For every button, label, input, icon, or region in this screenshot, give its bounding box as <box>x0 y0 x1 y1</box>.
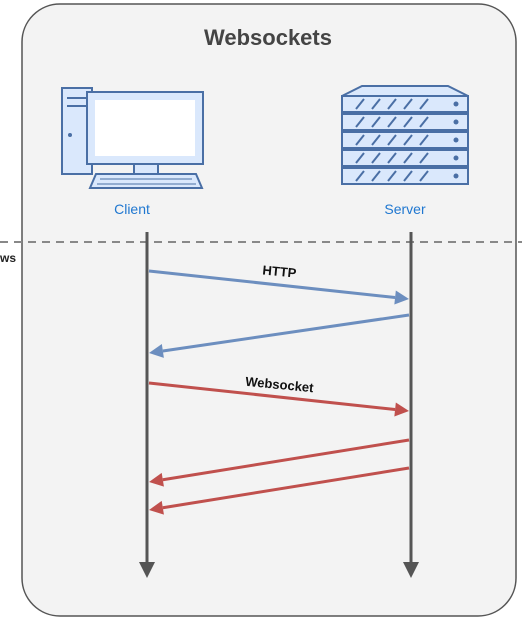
server-slab-vent <box>387 98 397 110</box>
server-slab-vent <box>387 116 397 128</box>
server-lifeline-arrowhead <box>403 562 419 578</box>
cutoff-label: ws <box>0 251 16 265</box>
server-slab-vent <box>371 98 381 110</box>
server-slab-vent <box>387 134 397 146</box>
websocket-message-arrowhead <box>149 472 164 487</box>
server-slab-vent <box>403 152 413 164</box>
server-slab-vent <box>403 116 413 128</box>
server-slab-vent <box>403 170 413 182</box>
client-lifeline-arrowhead <box>139 562 155 578</box>
websocket-message-arrowhead <box>394 402 409 417</box>
server-slab-vent <box>419 98 429 110</box>
server-slab-led <box>453 173 459 179</box>
http-message-arrow <box>162 313 410 353</box>
server-slab-vent <box>371 116 381 128</box>
server-slab-led <box>453 137 459 143</box>
websocket-message-arrowhead <box>149 500 164 515</box>
server-slab-vent <box>355 98 365 110</box>
server-slab-led <box>453 155 459 161</box>
server-slab-vent <box>371 134 381 146</box>
websocket-message-arrow <box>162 466 410 510</box>
http-message-arrowhead <box>149 344 164 358</box>
server-slab-vent <box>419 152 429 164</box>
http-message-arrowhead <box>394 290 409 305</box>
server-slab-vent <box>419 116 429 128</box>
server-slab-vent <box>355 134 365 146</box>
server-slab-vent <box>403 98 413 110</box>
server-slab-vent <box>419 170 429 182</box>
websocket-message-arrow <box>162 438 410 482</box>
server-slab-led <box>453 101 459 107</box>
server-rack-icon <box>341 85 469 185</box>
server-slab-vent <box>371 152 381 164</box>
server-slab-vent <box>387 152 397 164</box>
desktop-computer-icon <box>61 87 204 189</box>
server-slab-led <box>453 119 459 125</box>
client-label: Client <box>114 201 150 217</box>
http-message-arrow <box>148 269 396 299</box>
http-message-label: HTTP <box>262 262 298 280</box>
diagram-title: Websockets <box>204 25 332 50</box>
server-slab-vent <box>371 170 381 182</box>
server-slab-vent <box>403 134 413 146</box>
server-label: Server <box>384 201 426 217</box>
server-slab-vent <box>355 116 365 128</box>
server-slab-vent <box>419 134 429 146</box>
server-slab-vent <box>355 170 365 182</box>
websocket-message-arrow <box>148 381 396 411</box>
websocket-message-label: Websocket <box>245 374 315 396</box>
server-slab-vent <box>387 170 397 182</box>
server-slab-vent <box>355 152 365 164</box>
